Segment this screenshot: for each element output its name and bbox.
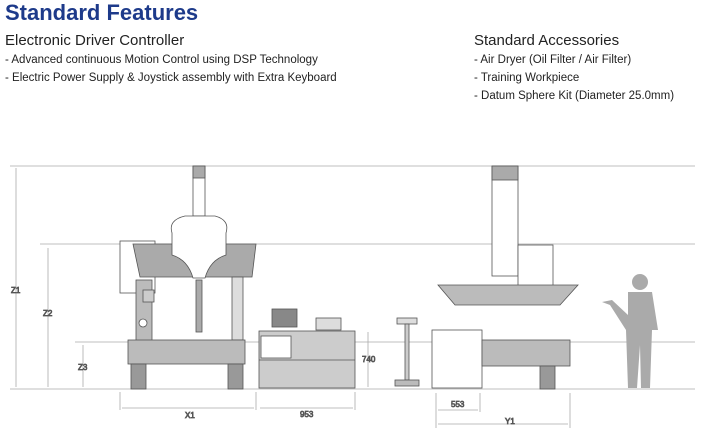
cabinet-height-label: 740 — [362, 355, 376, 364]
table-width-label: 553 — [451, 400, 465, 409]
z2-label: Z2 — [43, 309, 53, 318]
accessories-heading: Standard Accessories — [474, 32, 620, 49]
cabinet-width-label: 953 — [300, 410, 314, 419]
controller-item: - Electric Power Supply & Joystick assem… — [5, 72, 337, 84]
joystick-stand — [394, 317, 420, 387]
page-title: Standard Features — [5, 0, 199, 25]
cmm-front-view — [119, 165, 257, 390]
y1-label: Y1 — [505, 417, 515, 426]
controller-item: - Advanced continuous Motion Control usi… — [5, 54, 318, 66]
controller-heading: Electronic Driver Controller — [5, 32, 185, 49]
reference-lines — [10, 165, 695, 428]
z1-label: Z1 — [11, 286, 21, 295]
accessory-item: - Training Workpiece — [474, 72, 580, 84]
x1-label: X1 — [185, 411, 195, 420]
z3-label: Z3 — [78, 363, 88, 372]
cmm-side-view — [431, 165, 579, 390]
accessory-item: - Air Dryer (Oil Filter / Air Filter) — [474, 54, 632, 66]
accessory-item: - Datum Sphere Kit (Diameter 25.0mm) — [474, 90, 675, 102]
controller-cabinet — [258, 308, 356, 389]
person-silhouette — [602, 274, 658, 388]
